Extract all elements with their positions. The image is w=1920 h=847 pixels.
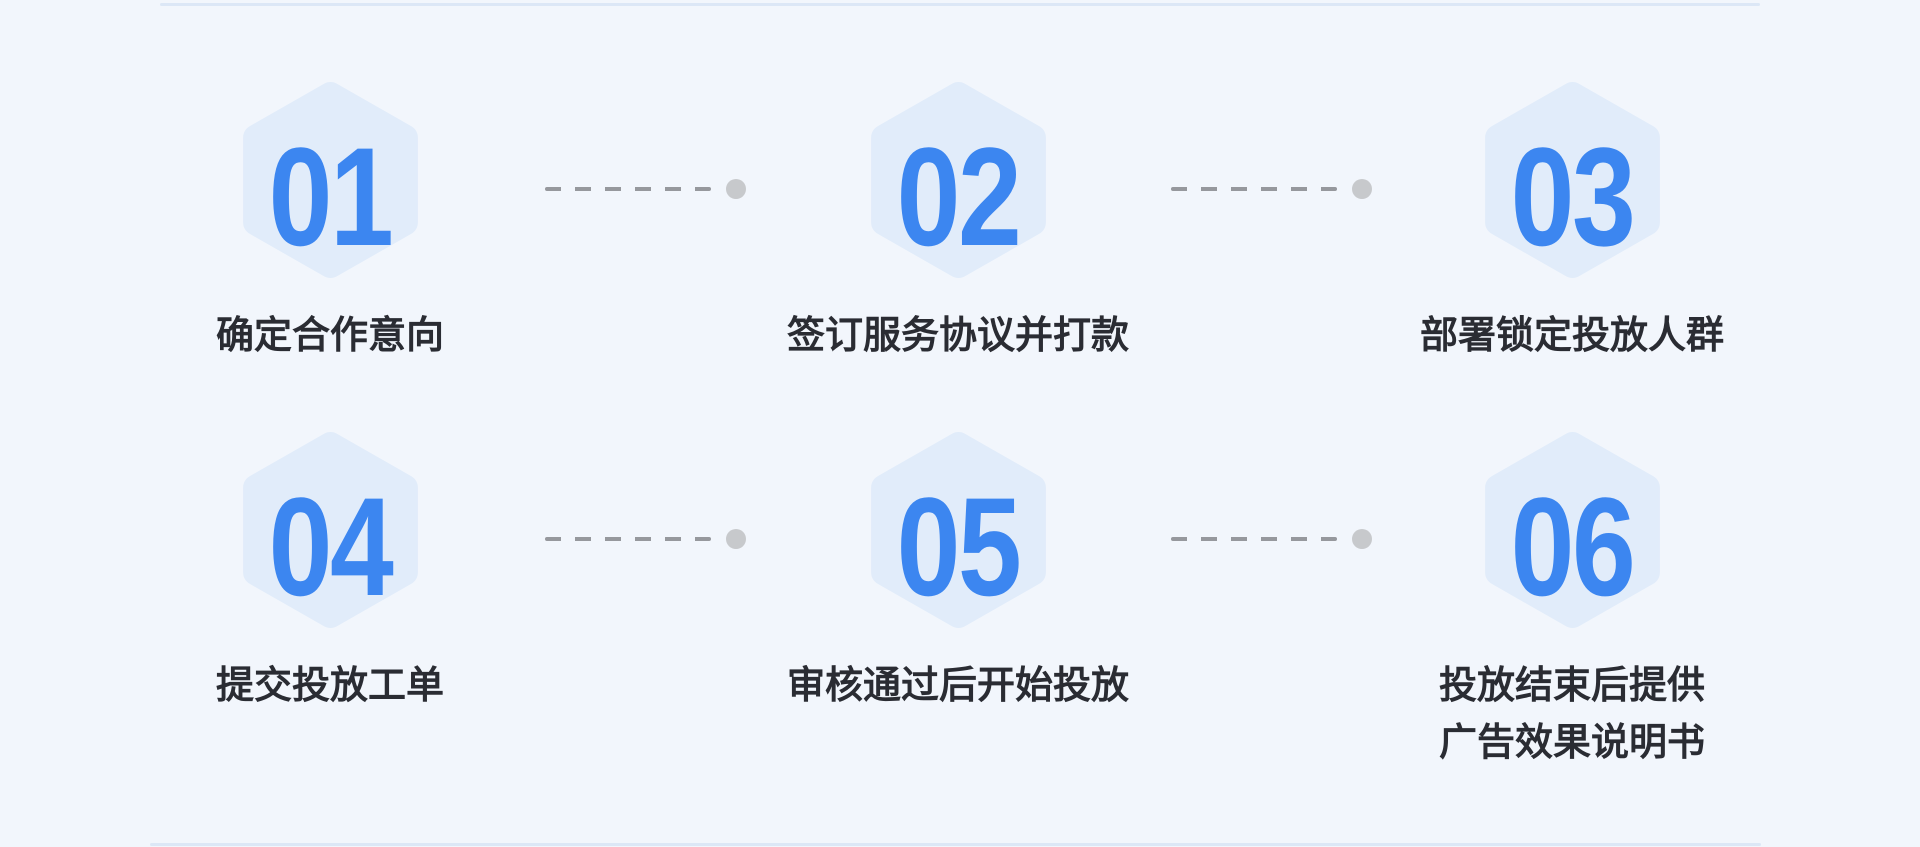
step-number: 05: [896, 468, 1022, 625]
top-divider: [160, 3, 1760, 6]
step-number: 04: [268, 468, 394, 625]
bottom-divider: [150, 843, 1761, 846]
step-label: 提交投放工单: [215, 665, 444, 707]
connector-dot: [726, 529, 746, 549]
hexagon-icon: [1484, 432, 1660, 628]
step-label: 投放结束后提供 广告效果说明书: [1438, 665, 1705, 764]
hexagon-icon: [1484, 82, 1660, 278]
step-label: 签订服务协议并打款: [786, 315, 1129, 357]
hexagon-icon: [870, 82, 1046, 278]
connector-dashes: [1171, 537, 1337, 541]
step-number: 06: [1510, 468, 1636, 625]
step-label: 审核通过后开始投放: [786, 665, 1129, 707]
connector-dashes: [545, 187, 711, 191]
connector-dot: [726, 179, 746, 199]
connector-dot: [1352, 529, 1372, 549]
hexagon-icon: [242, 432, 418, 628]
step-number: 03: [1510, 118, 1636, 275]
hexagon-icon: [870, 432, 1046, 628]
connector-dot: [1352, 179, 1372, 199]
step-label: 确定合作意向: [215, 315, 444, 357]
step-number: 02: [896, 118, 1022, 275]
hexagon-icon: [242, 82, 418, 278]
step-number: 01: [268, 118, 394, 275]
step-label: 部署锁定投放人群: [1419, 315, 1724, 357]
connector-dashes: [545, 537, 711, 541]
connector-dashes: [1171, 187, 1337, 191]
